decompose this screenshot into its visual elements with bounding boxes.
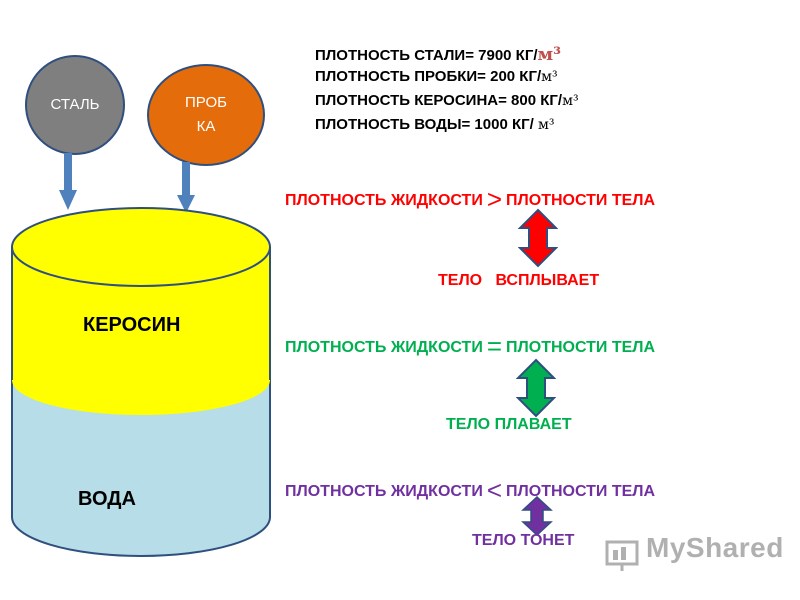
presentation-icon — [605, 540, 639, 571]
rule-sinks: ПЛОТНОСТЬ ЖИДКОСТИ<ПЛОТНОСТИ ТЕЛА — [285, 475, 656, 505]
cork-label-line1: ПРОБ — [185, 94, 227, 111]
kerosene-layer — [12, 247, 270, 415]
purple-double-arrow — [521, 496, 553, 536]
green-double-arrow — [516, 358, 556, 418]
density-cork: ПЛОТНОСТЬ ПРОБКИ= 200 КГ/м³ — [315, 68, 558, 85]
result-sinks: ТЕЛО ТОНЕТ — [472, 532, 575, 549]
steel-down-arrow — [59, 153, 77, 210]
cork-down-arrow — [177, 162, 195, 213]
watermark-text: MyShared — [646, 532, 784, 563]
steel-label: СТАЛЬ — [50, 96, 100, 113]
cork-label-line2: КА — [196, 118, 216, 135]
water-label: ВОДА — [78, 488, 136, 510]
watermark-logo — [605, 538, 643, 577]
cork-ball: ПРОБ КА — [147, 64, 265, 166]
result-floats-up: ТЕЛО ВСПЛЫВАЕТ — [438, 272, 600, 289]
rule-floats: ПЛОТНОСТЬ ЖИДКОСТИ=ПЛОТНОСТИ ТЕЛА — [285, 331, 656, 361]
density-water: ПЛОТНОСТЬ ВОДЫ= 1000 КГ/ м³ — [315, 116, 555, 133]
container-top — [11, 207, 271, 287]
cork-label: ПРОБ КА — [185, 91, 227, 139]
kerosene-label: КЕРОСИН — [83, 314, 181, 336]
density-kerosene: ПЛОТНОСТЬ КЕРОСИНА= 800 КГ/м³ — [315, 92, 579, 109]
density-steel: ПЛОТНОСТЬ СТАЛИ= 7900 КГ/м³ — [315, 44, 562, 65]
rule-float-up: ПЛОТНОСТЬ ЖИДКОСТИ>ПЛОТНОСТИ ТЕЛА — [285, 184, 656, 214]
steel-ball: СТАЛЬ — [25, 55, 125, 155]
water-layer — [11, 379, 271, 557]
result-floats: ТЕЛО ПЛАВАЕТ — [446, 416, 572, 433]
red-double-arrow — [518, 208, 558, 268]
